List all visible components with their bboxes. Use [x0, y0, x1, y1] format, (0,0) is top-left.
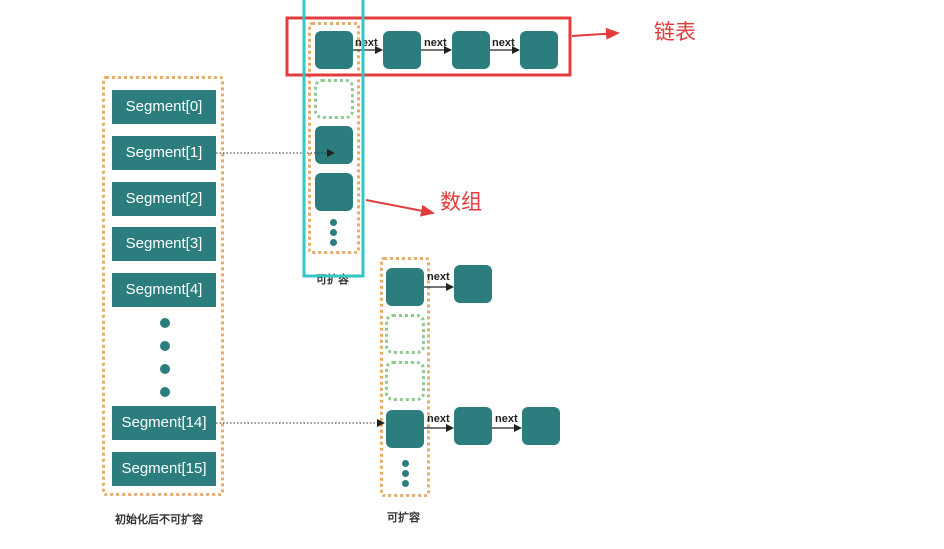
array-label: 数组 [440, 191, 482, 214]
next-label: next [427, 271, 450, 283]
bottom-array-container [380, 257, 430, 497]
ellipsis-dot [402, 480, 409, 487]
segment-14: Segment[14] [112, 406, 216, 440]
segment-0: Segment[0] [112, 90, 216, 124]
ellipsis-dot [330, 219, 337, 226]
top-array-node [315, 173, 353, 211]
linked-list-node [454, 407, 492, 445]
linked-list-node [452, 31, 490, 69]
array-pointer-arrow [365, 199, 435, 217]
top-array-node [315, 31, 353, 69]
bottom-array-empty-slot [385, 314, 425, 354]
ellipsis-dot [160, 341, 170, 351]
top-array-empty-slot [314, 79, 354, 119]
ellipsis-dot [160, 318, 170, 328]
top-array-container [308, 22, 360, 254]
next-label: next [424, 37, 447, 49]
linked-list-node [520, 31, 558, 69]
segment-4: Segment[4] [112, 273, 216, 307]
ellipsis-dot [160, 364, 170, 374]
linked-list-label: 链表 [654, 21, 696, 44]
ellipsis-dot [330, 239, 337, 246]
bottom-array-caption: 可扩容 [387, 512, 420, 524]
bottom-array-empty-slot [385, 361, 425, 401]
bottom-array-node [386, 268, 424, 306]
segment-array-caption: 初始化后不可扩容 [115, 514, 203, 526]
linked-list-node [454, 265, 492, 303]
bottom-array-node [386, 410, 424, 448]
ellipsis-dot [160, 387, 170, 397]
next-label: next [495, 413, 518, 425]
linked-list-pointer-arrow [571, 27, 620, 40]
segment-array-container [102, 76, 224, 496]
ellipsis-dot [402, 470, 409, 477]
segment-3: Segment[3] [112, 227, 216, 261]
next-label: next [427, 413, 450, 425]
top-array-node [315, 126, 353, 164]
next-label: next [492, 37, 515, 49]
ellipsis-dot [402, 460, 409, 467]
linked-list-node [383, 31, 421, 69]
segment-2: Segment[2] [112, 182, 216, 216]
linked-list-node [522, 407, 560, 445]
array-highlight [302, 0, 365, 278]
linked-list-highlight [285, 16, 572, 77]
segment-15: Segment[15] [112, 452, 216, 486]
next-label: next [355, 37, 378, 49]
ellipsis-dot [330, 229, 337, 236]
segment-1: Segment[1] [112, 136, 216, 170]
